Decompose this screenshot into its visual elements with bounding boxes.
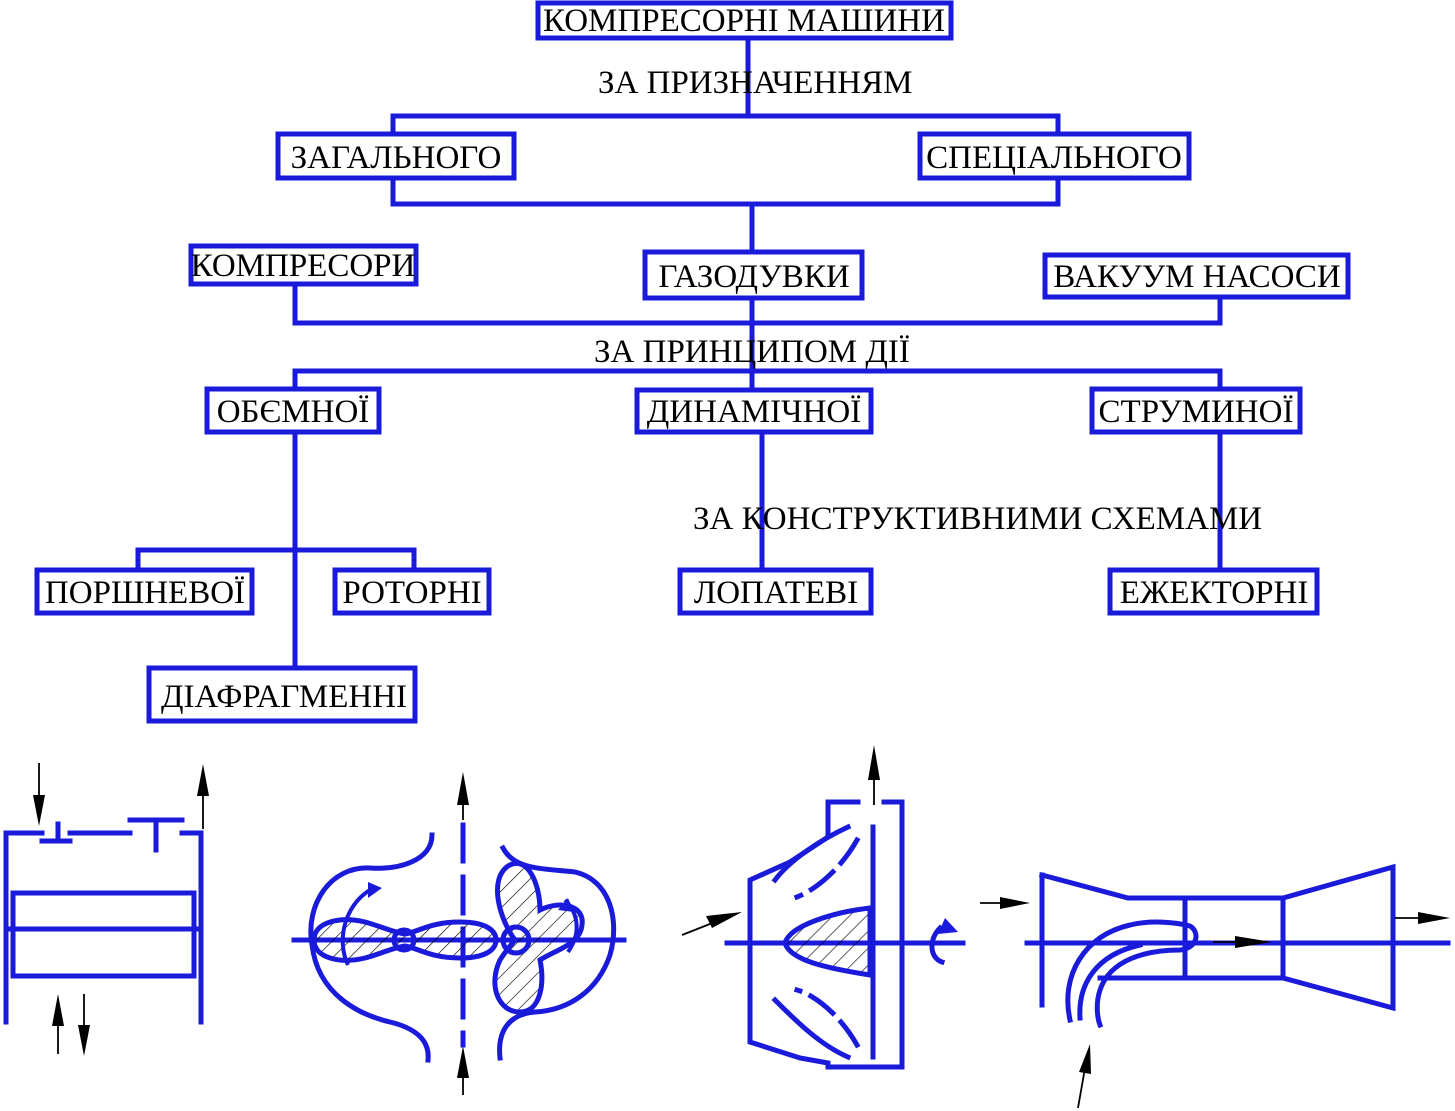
node-volumetric: ОБЄМНОЇ [204, 386, 382, 435]
node-piston-label: ПОРШНЕВОЇ [45, 575, 245, 611]
arrow-right-icon [1213, 936, 1272, 948]
arrow-down-icon [33, 763, 45, 826]
arrow-right-icon [681, 912, 742, 936]
node-vane-label: ЛОПАТЕВІ [694, 575, 858, 611]
arrow-up-icon [52, 994, 64, 1054]
node-piston: ПОРШНЕВОЇ [34, 567, 255, 616]
arrow-right-icon [1395, 912, 1450, 924]
node-special-label: СПЕЦІАЛЬНОГО [926, 140, 1182, 176]
node-vacuum-pumps: ВАКУУМ НАСОСИ [1042, 252, 1351, 300]
edge-label-by-principle: ЗА ПРИНЦИПОМ ДІЇ [594, 334, 910, 370]
node-volumetric-label: ОБЄМНОЇ [217, 394, 370, 430]
edge-label-by-design: ЗА КОНСТРУКТИВНИМИ СХЕМАМИ [693, 501, 1262, 537]
node-root: КОМПРЕСОРНІ МАШИНИ [535, 0, 954, 41]
node-rotary-label: РОТОРНІ [342, 575, 481, 611]
node-diaphragm-label: ДІАФРАГМЕННІ [161, 679, 407, 715]
connector-lines [135, 35, 1223, 671]
arrow-up-icon [197, 764, 209, 829]
node-compressors: КОМПРЕСОРИ [188, 243, 419, 287]
edge-label-by-purpose: ЗА ПРИЗНАЧЕННЯМ [598, 65, 912, 101]
node-blowers: ГАЗОДУВКИ [642, 249, 865, 301]
piston-compressor-sketch [3, 763, 209, 1056]
arrow-down-icon [78, 994, 90, 1056]
arrow-up-icon [1077, 1044, 1091, 1109]
node-general: ЗАГАЛЬНОГО [275, 131, 517, 181]
arrow-up-icon [457, 772, 469, 820]
node-vacuum-pumps-label: ВАКУУМ НАСОСИ [1053, 259, 1341, 295]
node-vane: ЛОПАТЕВІ [677, 567, 874, 616]
arrow-up-icon [457, 1046, 469, 1095]
centrifugal-impeller-sketch [681, 745, 966, 1070]
node-root-label: КОМПРЕСОРНІ МАШИНИ [543, 3, 945, 39]
arrow-right-icon [980, 897, 1030, 909]
node-diaphragm: ДІАФРАГМЕННІ [146, 665, 418, 724]
node-ejector: ЕЖЕКТОРНІ [1107, 567, 1320, 616]
node-jet: СТРУМИНОЇ [1089, 386, 1303, 435]
node-dynamic-label: ДИНАМІЧНОЇ [647, 394, 861, 430]
rotary-blower-sketch [291, 772, 627, 1095]
node-jet-label: СТРУМИНОЇ [1099, 394, 1294, 430]
node-dynamic: ДИНАМІЧНОЇ [634, 387, 874, 435]
node-compressors-label: КОМПРЕСОРИ [191, 248, 416, 284]
arrow-up-icon [868, 745, 880, 805]
ejector-sketch [980, 863, 1451, 1109]
node-blowers-label: ГАЗОДУВКИ [658, 259, 849, 295]
node-ejector-label: ЕЖЕКТОРНІ [1120, 575, 1309, 611]
node-general-label: ЗАГАЛЬНОГО [291, 140, 502, 176]
node-rotary: РОТОРНІ [332, 567, 492, 616]
node-special: СПЕЦІАЛЬНОГО [917, 131, 1192, 181]
